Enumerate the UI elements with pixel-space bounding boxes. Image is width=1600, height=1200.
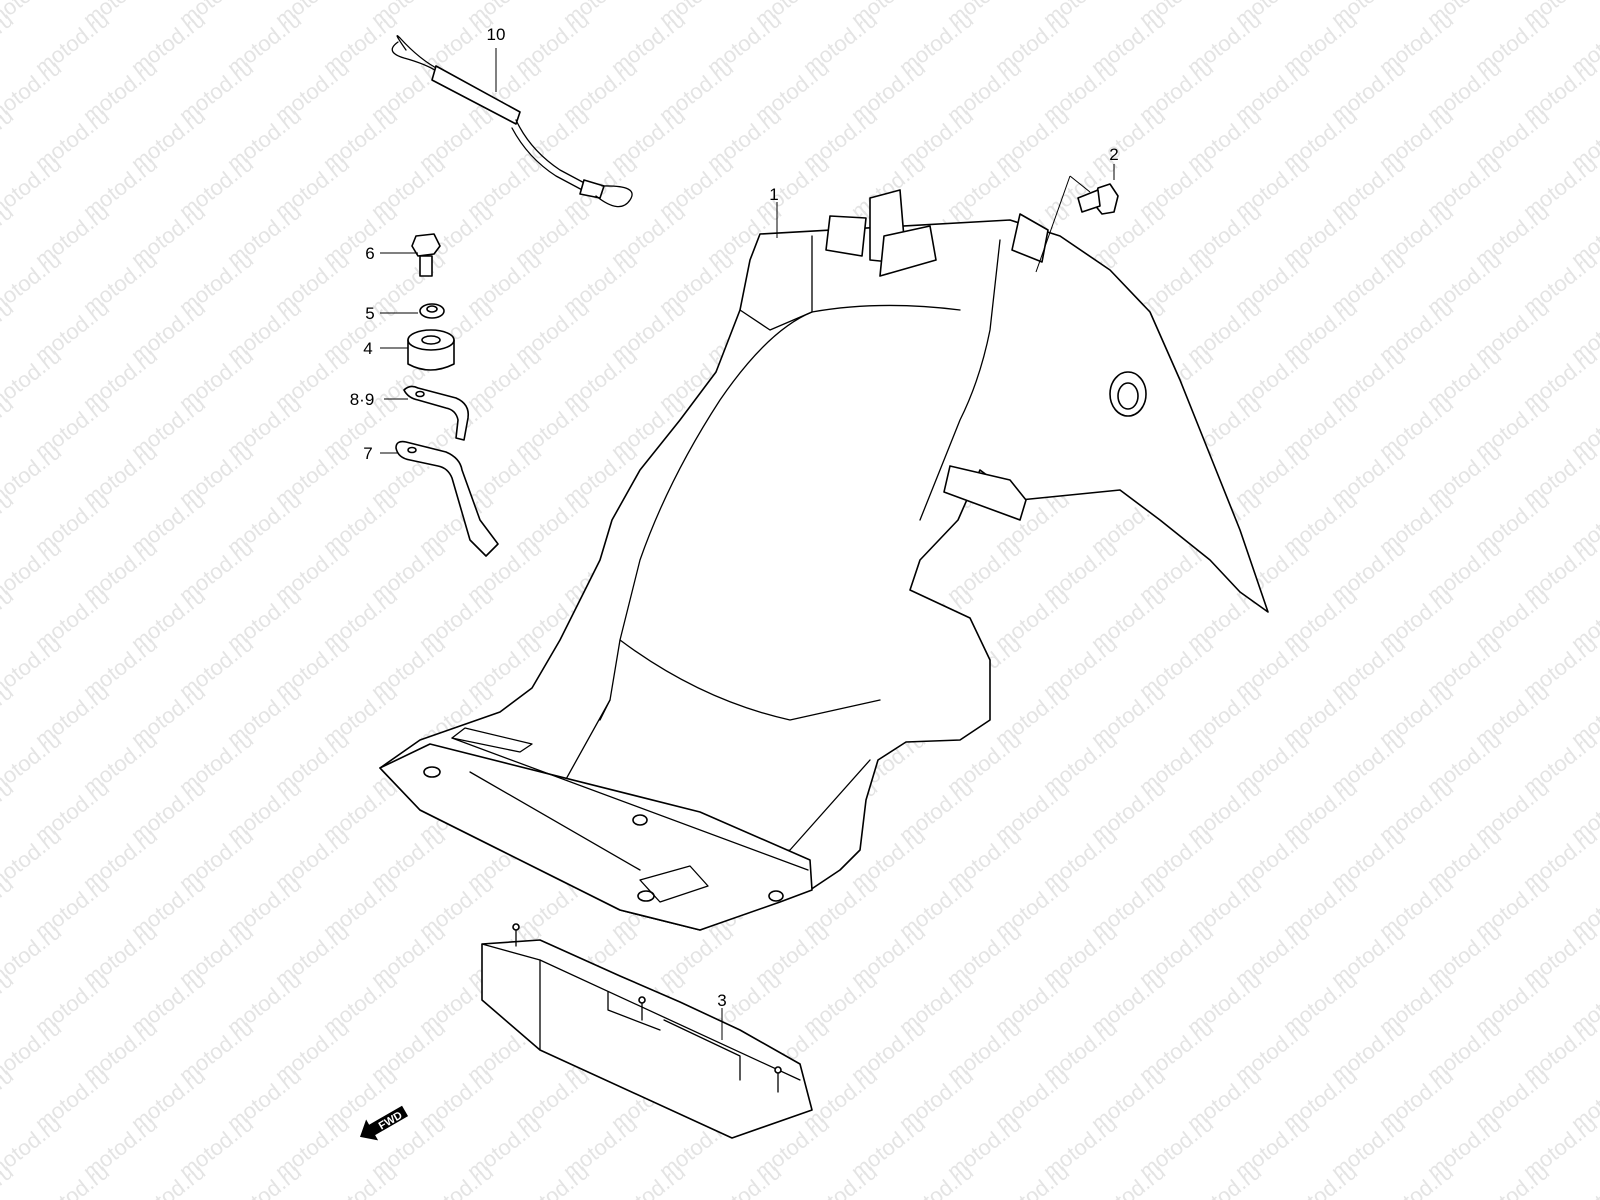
callout-8-9: 8·9 [350,390,375,409]
cushion-part-4 [407,329,455,371]
callout-5: 5 [365,304,374,323]
leader-lines [380,48,1115,1040]
lower-guard-part-3 [481,923,813,1139]
bracket-part-7 [395,440,499,557]
callout-1: 1 [769,185,778,204]
fwd-arrow-badge: FWD [360,1105,409,1141]
bolt-part-6 [411,233,441,277]
rear-fender-part-1 [379,189,1269,931]
bolt-part-2 [1077,183,1119,215]
clamp-part-8-9 [403,385,470,441]
callout-3: 3 [717,991,726,1010]
nut-part-5 [419,303,445,319]
fwd-arrow-icon [360,1105,409,1141]
callout-7: 7 [363,444,372,463]
callouts: 10 1 2 6 5 4 8·9 7 3 [350,25,1119,1010]
callout-4: 4 [363,339,372,358]
callout-6: 6 [365,244,374,263]
cable-part-10 [391,35,633,208]
callout-10: 10 [487,25,506,44]
fwd-label: FWD [377,1109,405,1132]
callout-2: 2 [1109,145,1118,164]
